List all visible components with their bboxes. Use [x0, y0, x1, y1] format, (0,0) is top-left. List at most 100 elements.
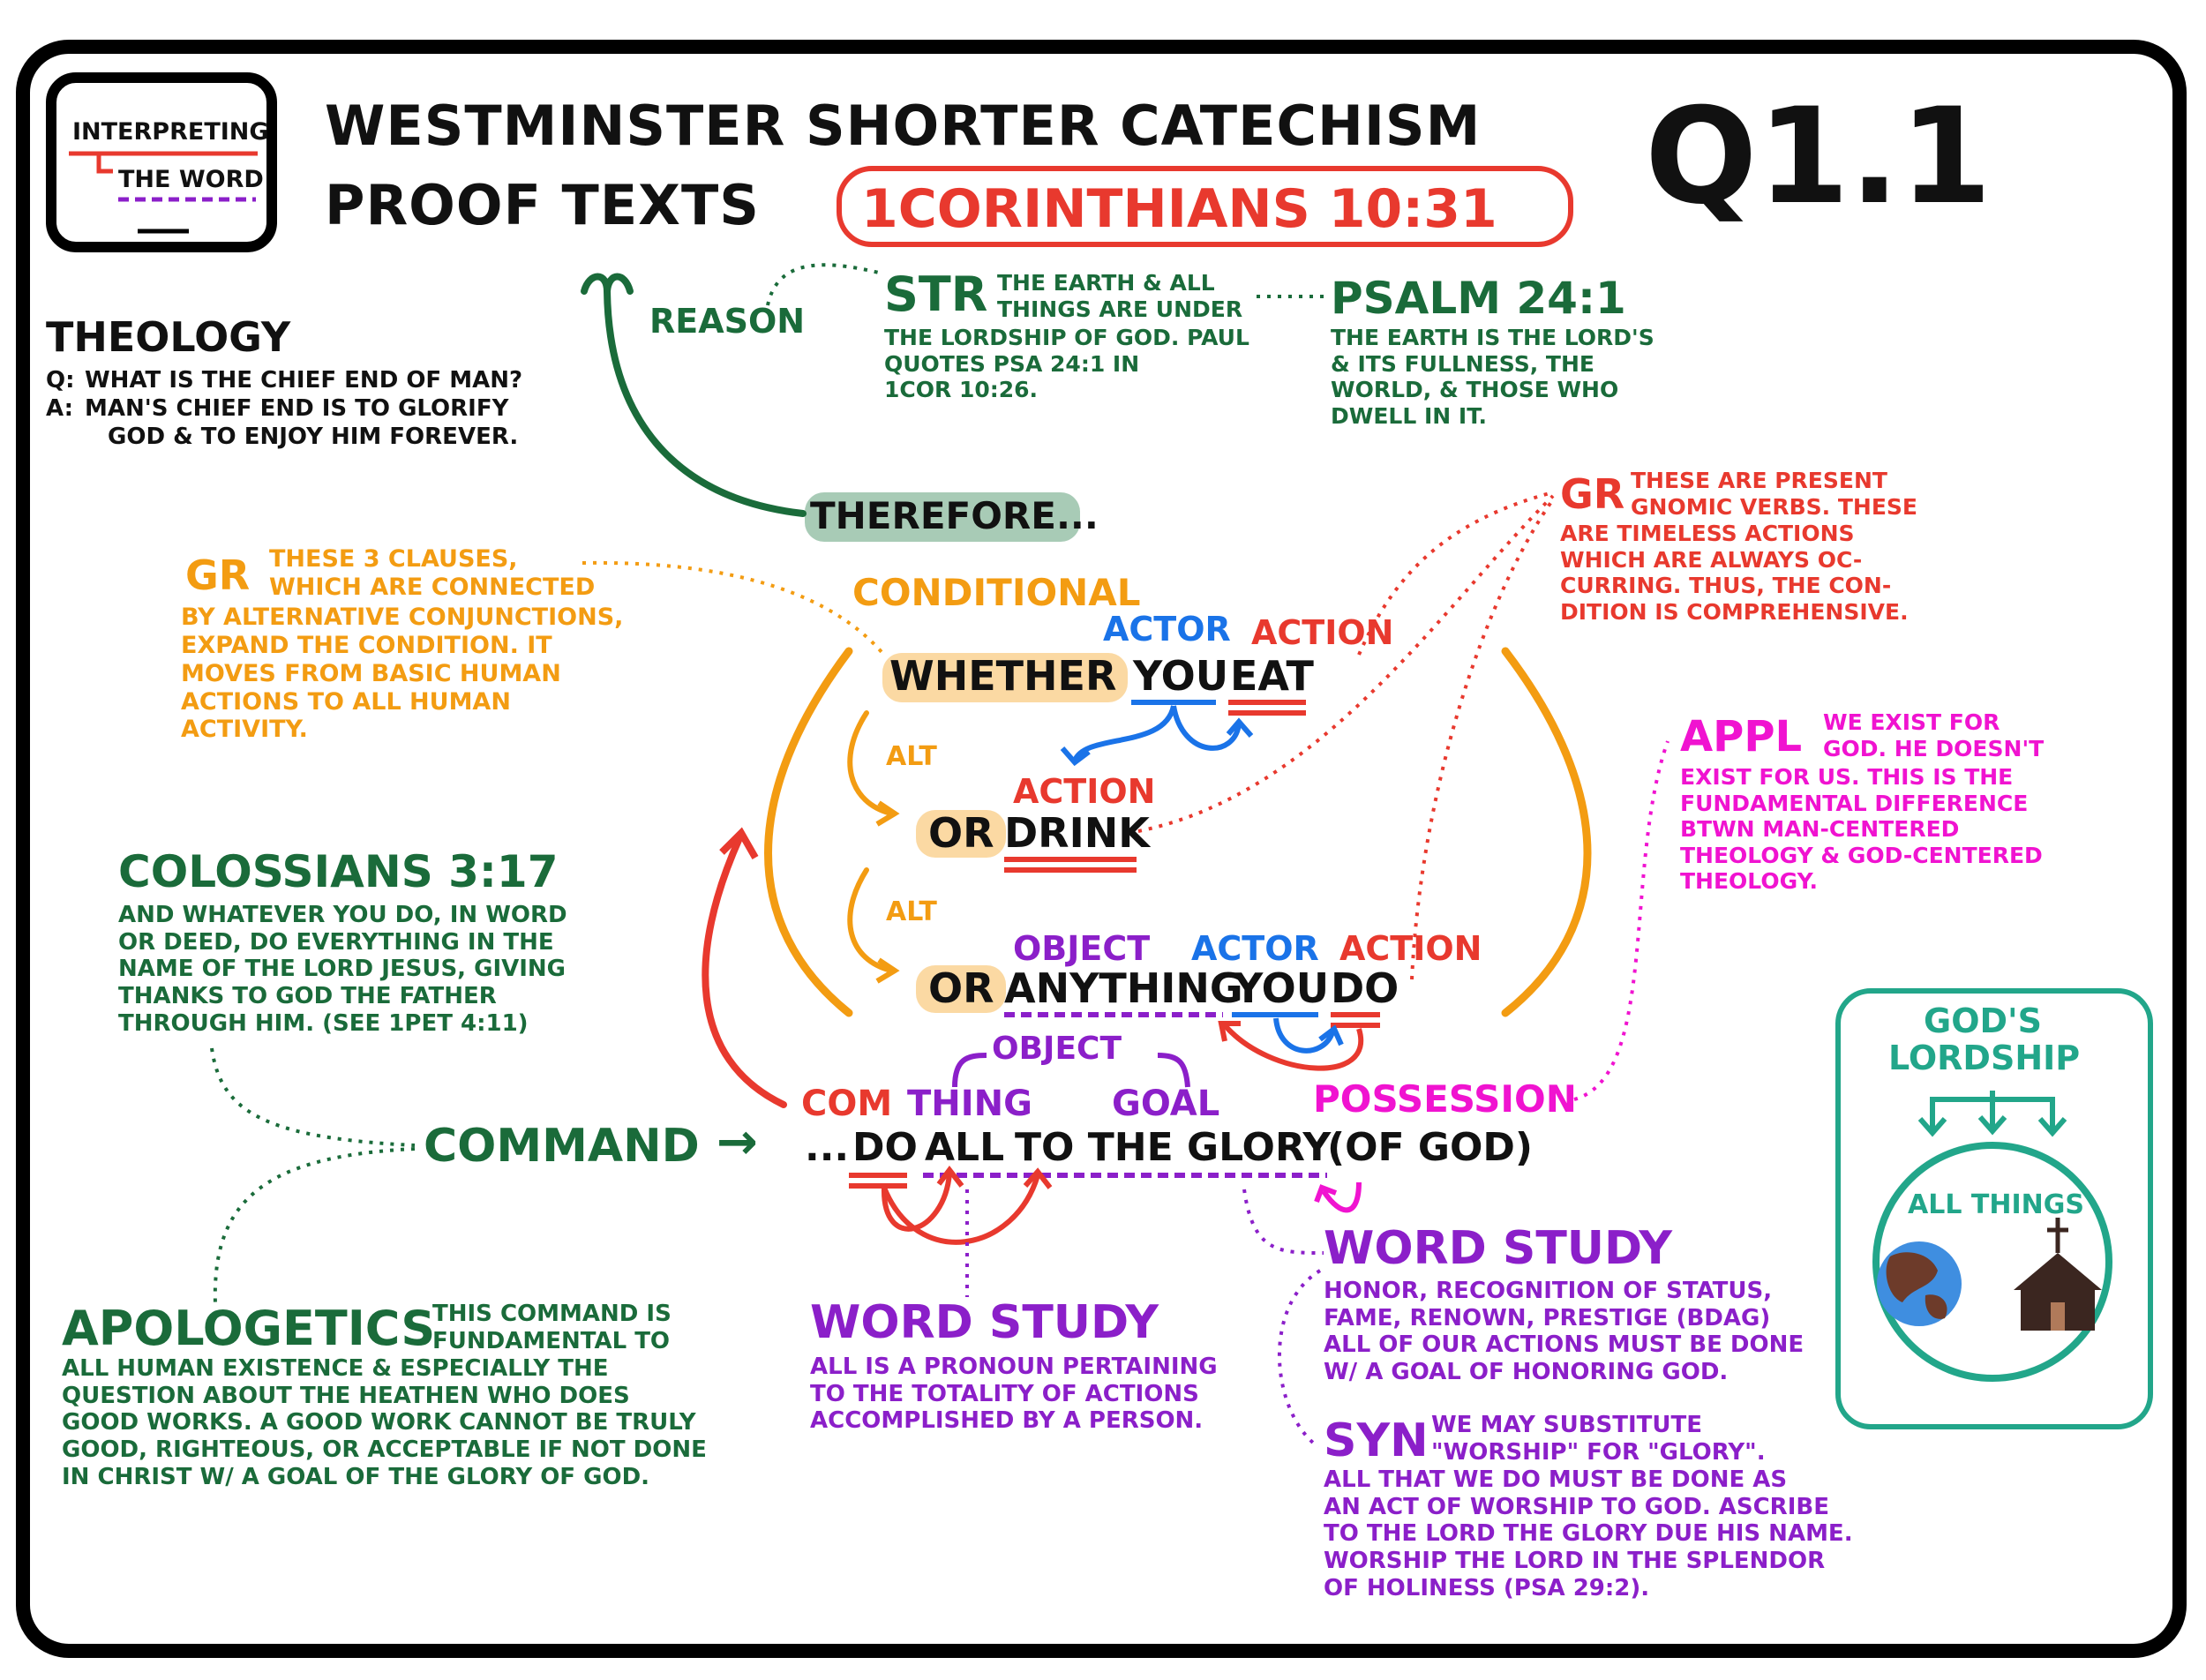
word-do-2: DO: [852, 1125, 918, 1170]
word-to-the-glory: TO THE GLORY: [1015, 1125, 1332, 1170]
word-eat: EAT: [1230, 652, 1314, 700]
goal-label: GOAL: [1112, 1084, 1220, 1124]
com-arrow-to-all-head: [936, 1166, 964, 1188]
alt-arrow-2: [847, 867, 894, 973]
all-things-label: ALL THINGS: [1908, 1189, 2084, 1220]
conditional-label: CONDITIONAL: [852, 571, 1141, 614]
reference-box: 1CORINTHIANS 10:31: [837, 166, 1573, 247]
action-arrow-back-head: [1218, 1021, 1241, 1042]
com-arrow-to-goal-head: [1023, 1167, 1053, 1189]
gr-right-link-1: [1357, 491, 1554, 656]
actor-arrow-right-head: [1226, 717, 1254, 738]
main-title: WESTMINSTER SHORTER CATECHISM: [325, 94, 1482, 158]
possession-arrow-head: [1314, 1184, 1338, 1204]
word-you-2: YOU: [1234, 964, 1330, 1012]
logo-marks: [69, 151, 258, 234]
appl-text-a: WE EXIST FOR GOD. HE DOESN'T: [1823, 709, 2045, 761]
appl-link: [1573, 740, 1670, 1101]
lordship-arrow-left: [1930, 1097, 1992, 1129]
command-to-condition-arrow: [702, 835, 787, 1108]
action-label-2: ACTION: [1013, 772, 1156, 811]
thing-label: THING: [907, 1084, 1032, 1124]
syn-label: SYN: [1324, 1414, 1429, 1467]
proof-texts-title: PROOF TEXTS: [325, 173, 760, 237]
action-label-3: ACTION: [1339, 929, 1482, 968]
reason-dotted-link: [766, 263, 883, 306]
word-or-1: OR: [928, 809, 994, 857]
word-you-1: YOU: [1133, 652, 1229, 700]
alt-label-1: ALT: [886, 741, 937, 772]
word-anything: ANYTHING: [1004, 964, 1243, 1012]
interpreting-the-word-logo: INTERPRETING THE WORD: [46, 72, 277, 252]
syn-text-a: WE MAY SUBSTITUTE "WORSHIP" FOR "GLORY".: [1431, 1412, 1766, 1466]
possession-label: POSSESSION: [1313, 1077, 1577, 1121]
word-study-glory-label: WORD STUDY: [1324, 1222, 1673, 1275]
object-label-2: OBJECT: [992, 1031, 1122, 1067]
therefore-highlight: [805, 492, 1080, 542]
apologetics-link: [213, 1147, 416, 1305]
alt-label-2: ALT: [886, 896, 937, 927]
or-highlight-2: [916, 965, 1006, 1013]
actor-arrow-left-head: [1060, 746, 1091, 767]
colossians-link: [210, 1047, 416, 1147]
therefore-label: THEREFORE...: [810, 494, 1099, 537]
right-paren: [1501, 647, 1592, 1017]
apologetics-text-a: THIS COMMAND IS FUNDAMENTAL TO: [432, 1301, 672, 1354]
possession-arrow: [1321, 1181, 1362, 1213]
lordship-arrow-down-head: [1977, 1115, 2007, 1136]
str-text-b: THE LORDSHIP OF GOD. PAUL QUOTES PSA 24:…: [884, 325, 1249, 402]
actor-label-2: ACTOR: [1191, 929, 1319, 968]
word-study-all-text: ALL IS A PRONOUN PERTAINING TO THE TOTAL…: [810, 1354, 1218, 1435]
appl-text-b: EXIST FOR US. THIS IS THE FUNDAMENTAL DI…: [1680, 764, 2043, 894]
action-arrow-back: [1222, 1024, 1364, 1071]
word-of-god: (OF GOD): [1327, 1125, 1534, 1170]
appl-label: APPL: [1680, 712, 1803, 761]
theology-heading: THEOLOGY: [46, 313, 291, 361]
question-number: Q1.1: [1645, 80, 1992, 234]
reason-arrow: [604, 288, 807, 517]
alt-arrow-2-head: [875, 957, 900, 984]
gr-right-link-3: [1410, 498, 1555, 980]
theology-answer-1: MAN'S CHIEF END IS TO GLORIFY: [85, 395, 509, 422]
word-drink: DRINK: [1004, 809, 1150, 857]
gr-left-text-b: BY ALTERNATIVE CONJUNCTIONS, EXPAND THE …: [181, 604, 624, 744]
psalm-24-1-text: THE EARTH IS THE LORD'S & ITS FULLNESS, …: [1331, 325, 1654, 429]
lordship-arrow-right: [1992, 1097, 2055, 1129]
actor-arrow-right: [1171, 705, 1242, 751]
word-whether: WHETHER: [889, 652, 1117, 700]
actor-arrow-do-head: [1318, 1024, 1344, 1046]
object-bracket-right: [1157, 1053, 1190, 1088]
or-highlight-1: [916, 810, 1006, 858]
lordship-title-1: GOD'S: [1924, 1001, 2043, 1040]
left-paren: [764, 647, 853, 1017]
command-label: COMMAND: [424, 1120, 700, 1173]
reference-text: 1CORINTHIANS 10:31: [861, 178, 1497, 240]
word-do-1: DO: [1331, 964, 1399, 1012]
actor-label-1: ACTOR: [1103, 610, 1231, 649]
gr-left-label: GR: [185, 551, 251, 599]
gr-right-link-2: [1137, 494, 1555, 833]
gr-right-text-a: THESE ARE PRESENT GNOMIC VERBS. THESE: [1631, 468, 1917, 520]
earth-icon: [1877, 1241, 1962, 1326]
word-study-glory-link: [1242, 1189, 1324, 1255]
word-ellipsis: ...: [805, 1125, 850, 1170]
gods-lordship-box: [1835, 988, 2153, 1429]
com-label: COM: [801, 1084, 893, 1124]
gr-left-text-a: THESE 3 CLAUSES, WHICH ARE CONNECTED: [269, 545, 596, 601]
word-or-2: OR: [928, 964, 994, 1012]
actor-arrow-do: [1273, 1017, 1335, 1054]
lordship-title-2: LORDSHIP: [1888, 1039, 2081, 1077]
gr-right-label: GR: [1560, 470, 1625, 518]
page-frame: [16, 40, 2187, 1658]
logo-line1: INTERPRETING: [72, 118, 269, 146]
word-study-all-label: WORD STUDY: [810, 1296, 1159, 1349]
syn-link: [1277, 1269, 1322, 1449]
actor-arrow-left: [1072, 705, 1176, 762]
command-to-condition-arrow-head: [719, 827, 759, 859]
church-icon: [2014, 1218, 2102, 1331]
word-all: ALL: [925, 1125, 1005, 1170]
theology-question: WHAT IS THE CHIEF END OF MAN?: [85, 367, 523, 394]
psalm-24-1-ref: PSALM 24:1: [1331, 273, 1626, 324]
whether-highlight: [882, 653, 1128, 702]
